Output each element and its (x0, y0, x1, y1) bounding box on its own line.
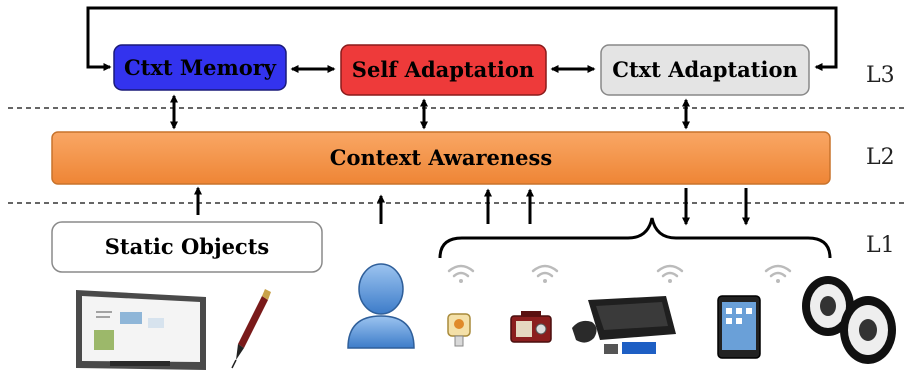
devices-brace (438, 217, 832, 259)
layer-label-l1: L1 (866, 233, 895, 258)
ctxt-adaptation-box: Ctxt Adaptation (600, 44, 810, 96)
radio-icon (510, 311, 552, 343)
speakers-icon (802, 276, 896, 364)
ctxt-memory-box: Ctxt Memory (113, 44, 287, 91)
layer-label-l2: L2 (866, 145, 895, 170)
static-objects-label: Static Objects (105, 234, 270, 259)
tablet-icon (717, 295, 761, 359)
wifi-icon (764, 264, 792, 283)
wifi-icon (447, 264, 475, 283)
self-adaptation-label: Self Adaptation (352, 57, 534, 82)
wifi-icon (656, 264, 684, 283)
layer-label-l3: L3 (866, 63, 895, 88)
static-objects-box: Static Objects (51, 221, 323, 273)
feedback-loop-arrow-left (86, 6, 430, 71)
self-adaptation-box: Self Adaptation (340, 44, 547, 96)
ctxt-adaptation-label: Ctxt Adaptation (612, 57, 797, 82)
game-console-icon (572, 296, 676, 354)
context-awareness-box: Context Awareness (51, 131, 831, 185)
feedback-loop-arrow-right (430, 6, 838, 71)
ctxt-memory-label: Ctxt Memory (124, 55, 277, 80)
usb-device-icon (447, 313, 471, 347)
person-icon (347, 263, 415, 349)
interactive-whiteboard-icon (76, 290, 206, 370)
fountain-pen-icon (231, 289, 271, 369)
wifi-icon (531, 264, 559, 283)
context-awareness-label: Context Awareness (330, 145, 552, 170)
